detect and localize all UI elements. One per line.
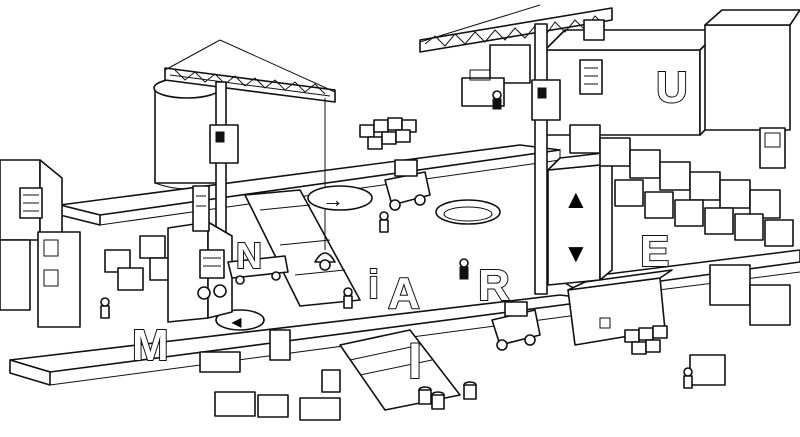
forklift-top[interactable] (384, 159, 431, 211)
machine-left (0, 159, 63, 251)
hanging-lamp (314, 240, 336, 271)
wheel-icon (524, 334, 536, 346)
gauge-icon (213, 284, 227, 298)
arrow-left-icon: ◀ (231, 315, 242, 329)
balcony-box (461, 44, 531, 107)
letter-e[interactable]: E (639, 226, 670, 277)
letter-i-tall-text: I (408, 333, 422, 389)
barrels (418, 381, 477, 410)
letter-r-text: R (478, 261, 510, 310)
crate-pile-bottom (624, 325, 668, 355)
gauge-icon (197, 286, 211, 300)
storage-tank (153, 77, 221, 190)
letter-r[interactable]: R (477, 260, 511, 311)
wheel-icon (389, 199, 401, 211)
arrow-right-icon: → (322, 187, 344, 212)
letter-u[interactable]: U (655, 62, 689, 113)
control-machine (167, 185, 233, 323)
arrow-up-icon: ▲ (563, 184, 589, 214)
worker-bottom (683, 367, 693, 389)
turntable-switch[interactable]: → (307, 185, 373, 212)
crane-left (164, 39, 336, 313)
letter-a[interactable]: A (387, 268, 421, 319)
letter-m-text: M (132, 321, 169, 370)
elevator-down-button[interactable]: ▼ (563, 238, 589, 268)
worker-top (379, 211, 389, 233)
letter-i-small-text: i (368, 263, 379, 307)
wheel-icon (414, 194, 426, 206)
worker-balcony (492, 90, 502, 110)
workbench-bottom (199, 329, 341, 421)
crate-stack-left (104, 235, 173, 291)
forklift-bottom[interactable] (491, 301, 541, 351)
worker-left (100, 297, 110, 319)
rail-cart[interactable] (227, 255, 289, 285)
worker-center (343, 287, 353, 309)
letter-e-text: E (640, 227, 669, 276)
cabinet-left (0, 231, 81, 328)
worker-right (459, 258, 469, 280)
elevator-tower (547, 151, 613, 286)
warehouse-back-right (544, 29, 721, 136)
letter-i-small[interactable]: i (367, 262, 380, 308)
rotate-platform-button[interactable]: ◀ (215, 309, 265, 331)
elevator-up-button[interactable]: ▲ (563, 184, 589, 214)
letter-n[interactable]: N (235, 234, 263, 277)
crate-pile-top (359, 19, 605, 150)
water-pool (435, 199, 501, 225)
letter-i-tall[interactable]: I (407, 332, 423, 390)
warehouse-far-right (704, 9, 800, 169)
letter-a-text: A (388, 269, 420, 318)
letter-u-text: U (656, 63, 688, 112)
arrow-down-icon: ▼ (563, 238, 589, 268)
wheel-icon (496, 339, 508, 351)
crane-right (419, 4, 613, 295)
letter-n-text: N (236, 235, 262, 276)
letter-m[interactable]: M (131, 320, 170, 371)
